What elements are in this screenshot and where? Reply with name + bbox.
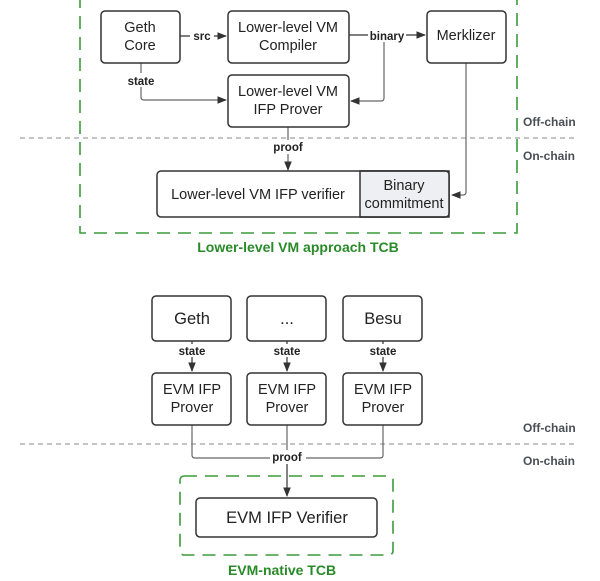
edge-binary-to-prover <box>350 35 385 105</box>
lower-level-vm-diagram: Off-chain On-chain src state binary proo… <box>20 0 578 255</box>
node-prover-1-line2: Prover <box>171 400 214 416</box>
node-client-besu: Besu <box>342 295 423 342</box>
onchain-label-top: On-chain <box>523 149 575 163</box>
edge-label-state-besu: state <box>370 346 397 358</box>
node-geth-core-line2: Core <box>124 38 155 54</box>
edge-label-src: src <box>193 31 211 43</box>
edge-label-state-top: state <box>128 76 155 88</box>
node-client-geth: Geth <box>151 295 232 342</box>
node-prover-1-line1: EVM IFP <box>163 382 221 398</box>
lower-level-tcb-label: Lower-level VM approach TCB <box>197 239 398 255</box>
node-evm-ifp-prover-2: EVM IFP Prover <box>246 372 327 426</box>
node-evm-ifp-prover-3: EVM IFP Prover <box>342 372 423 426</box>
node-geth-core: Geth Core <box>100 10 181 64</box>
edge-state <box>140 63 227 104</box>
edge-label-binary: binary <box>370 31 405 43</box>
node-client-geth-label: Geth <box>174 310 210 328</box>
node-prover-2-line1: EVM IFP <box>258 382 316 398</box>
node-evm-ifp-verifier: EVM IFP Verifier <box>195 497 378 538</box>
node-compiler-line2: Compiler <box>259 38 317 54</box>
edge-merklizer-to-commitment <box>451 63 467 199</box>
node-geth-core-line1: Geth <box>124 20 155 36</box>
evm-native-tcb-label: EVM-native TCB <box>228 562 336 578</box>
node-client-besu-label: Besu <box>364 310 402 328</box>
onchain-label-bottom: On-chain <box>523 454 575 468</box>
node-client-ellipsis: ... <box>246 295 327 342</box>
edge-label-state-geth: state <box>179 346 206 358</box>
offchain-label-bottom: Off-chain <box>523 421 576 435</box>
node-compiler-line1: Lower-level VM <box>238 20 338 36</box>
node-lower-level-vm-ifp-verifier: Lower-level VM IFP verifier Binary commi… <box>156 170 450 218</box>
node-verifier-label: Lower-level VM IFP verifier <box>171 187 345 203</box>
node-binary-commitment-line2: commitment <box>365 196 444 212</box>
node-prover-3-line2: Prover <box>362 400 405 416</box>
node-binary-commitment-line1: Binary <box>383 178 425 194</box>
node-prover-line1: Lower-level VM <box>238 84 338 100</box>
node-client-ellipsis-label: ... <box>280 310 294 328</box>
node-lower-level-vm-ifp-prover: Lower-level VM IFP Prover <box>227 74 350 128</box>
edge-label-proof-bottom: proof <box>272 452 302 464</box>
node-merklizer: Merklizer <box>426 10 507 64</box>
node-lower-level-vm-compiler: Lower-level VM Compiler <box>227 10 350 64</box>
node-prover-2-line2: Prover <box>266 400 309 416</box>
node-merklizer-label: Merklizer <box>437 28 496 44</box>
node-prover-3-line1: EVM IFP <box>354 382 412 398</box>
node-evm-ifp-verifier-label: EVM IFP Verifier <box>226 509 348 527</box>
edge-label-proof-top: proof <box>273 142 303 154</box>
node-prover-line2: IFP Prover <box>253 102 322 118</box>
offchain-label-top: Off-chain <box>523 115 576 129</box>
evm-native-diagram: Off-chain On-chain state state state pro… <box>20 295 578 578</box>
evm-native-tcb-border <box>179 475 394 556</box>
node-evm-ifp-prover-1: EVM IFP Prover <box>151 372 232 426</box>
edge-label-state-middle: state <box>274 346 301 358</box>
